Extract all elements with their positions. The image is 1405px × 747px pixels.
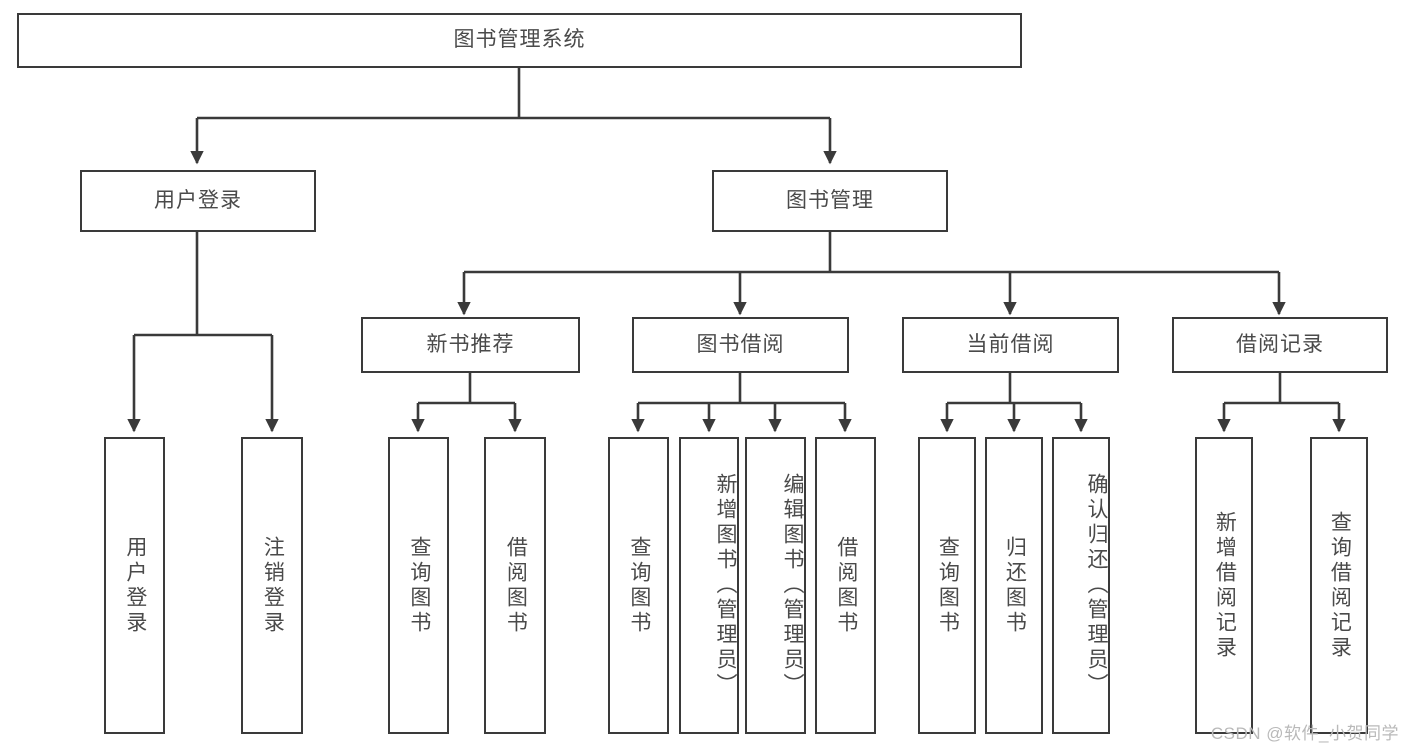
node-leaf-borrow-lend-label: 借阅图书	[834, 535, 858, 636]
node-leaf-rec-add-label: 新增借阅记录	[1213, 510, 1237, 661]
node-leaf-borrow-query-label: 查询图书	[627, 535, 651, 636]
node-leaf-user-logout-label: 注销登录	[261, 535, 285, 636]
node-book-manage[interactable]: 图书管理	[712, 170, 948, 232]
node-leaf-cur-query[interactable]: 查询图书	[918, 437, 976, 734]
node-leaf-cur-return-label: 归还图书	[1003, 535, 1027, 636]
node-user-login[interactable]: 用户登录	[80, 170, 316, 232]
node-leaf-user-login-label: 用户登录	[123, 535, 147, 636]
node-leaf-borrow-edit-label: 编辑图书（管理员）	[781, 473, 804, 698]
node-leaf-rec-add[interactable]: 新增借阅记录	[1195, 437, 1253, 734]
node-book-borrow-label: 图书借阅	[696, 332, 785, 356]
node-leaf-rec-borrow[interactable]: 借阅图书	[484, 437, 546, 734]
node-leaf-rec-query-label: 查询图书	[407, 535, 431, 636]
node-leaf-user-login[interactable]: 用户登录	[104, 437, 165, 734]
node-root[interactable]: 图书管理系统	[17, 13, 1022, 68]
node-leaf-user-logout[interactable]: 注销登录	[241, 437, 303, 734]
node-leaf-cur-return[interactable]: 归还图书	[985, 437, 1043, 734]
node-book-manage-label: 图书管理	[786, 188, 874, 212]
node-leaf-cur-query-label: 查询图书	[936, 535, 960, 636]
node-leaf-borrow-lend[interactable]: 借阅图书	[815, 437, 876, 734]
node-book-borrow[interactable]: 图书借阅	[632, 317, 849, 373]
node-borrow-record-label: 借阅记录	[1236, 332, 1324, 356]
node-leaf-borrow-edit[interactable]: 编辑图书（管理员）	[745, 437, 806, 734]
node-leaf-rec-borrow-label: 借阅图书	[504, 535, 528, 636]
node-root-label: 图书管理系统	[453, 28, 586, 52]
watermark: CSDN @软件_小贺同学	[1210, 724, 1399, 743]
node-current-borrow[interactable]: 当前借阅	[902, 317, 1119, 373]
node-leaf-cur-confirm-label: 确认归还（管理员）	[1085, 473, 1108, 698]
node-leaf-borrow-add-label: 新增图书（管理员）	[714, 473, 737, 698]
node-leaf-rec-search-label: 查询借阅记录	[1328, 510, 1352, 661]
node-leaf-borrow-query[interactable]: 查询图书	[608, 437, 669, 734]
node-new-book-rec[interactable]: 新书推荐	[361, 317, 580, 373]
node-user-login-label: 用户登录	[154, 188, 242, 212]
node-borrow-record[interactable]: 借阅记录	[1172, 317, 1388, 373]
node-leaf-cur-confirm[interactable]: 确认归还（管理员）	[1052, 437, 1110, 734]
node-leaf-rec-query[interactable]: 查询图书	[388, 437, 449, 734]
node-leaf-borrow-add[interactable]: 新增图书（管理员）	[679, 437, 739, 734]
node-leaf-rec-search[interactable]: 查询借阅记录	[1310, 437, 1368, 734]
node-current-borrow-label: 当前借阅	[966, 332, 1055, 356]
node-new-book-rec-label: 新书推荐	[426, 332, 515, 356]
